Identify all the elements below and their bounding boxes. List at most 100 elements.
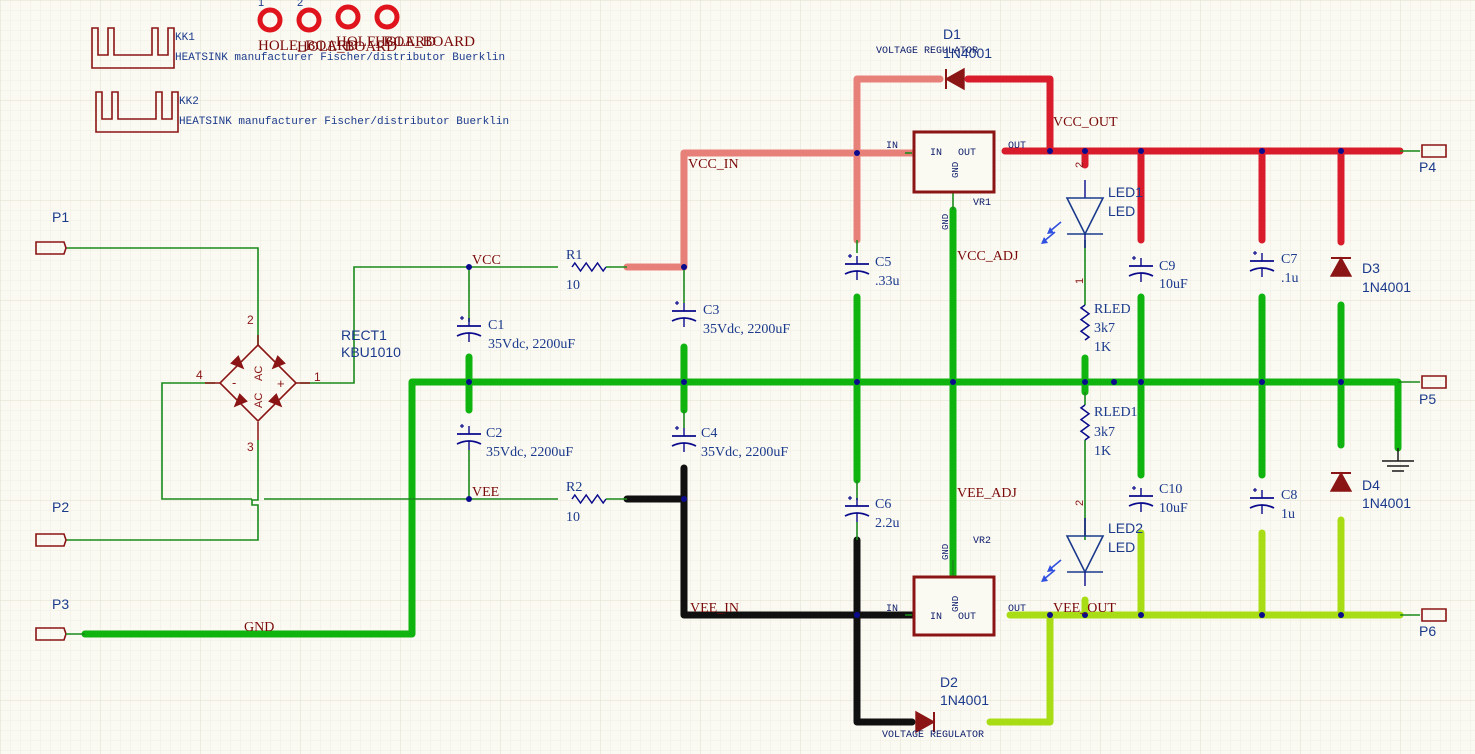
- junction-dot: [1259, 612, 1265, 618]
- capacitor-c5[interactable]: [844, 254, 870, 280]
- diode-d3[interactable]: [1329, 256, 1353, 277]
- hole-board-group: 1 2 HOLE_BOARD HOLE_BOARD HOLE_BOARD HOL…: [257, 0, 475, 55]
- r1-designator: R1: [566, 248, 582, 263]
- c2-value: 35Vdc, 2200uF: [486, 445, 573, 460]
- wire-bridge-plus[interactable]: [300, 266, 558, 384]
- junction-dot: [681, 379, 687, 385]
- port-p1[interactable]: [35, 241, 67, 255]
- net-label-vee-in: VEE_IN: [690, 601, 739, 616]
- rled1-value: 3k7: [1094, 425, 1115, 440]
- port-p4-label: P4: [1419, 159, 1436, 175]
- led-led2[interactable]: [1041, 518, 1105, 586]
- c1-value: 35Vdc, 2200uF: [488, 337, 575, 352]
- bridge-ac-top: AC: [253, 366, 265, 381]
- resistor-r1[interactable]: [571, 261, 607, 273]
- capacitor-c6[interactable]: [844, 496, 870, 522]
- c4-value: 35Vdc, 2200uF: [701, 445, 788, 460]
- hole-pad-1[interactable]: [257, 7, 283, 33]
- capacitor-c1[interactable]: [456, 316, 482, 342]
- led1-designator: LED1: [1108, 184, 1143, 200]
- diode-d4[interactable]: [1329, 471, 1353, 492]
- wire-p2[interactable]: [66, 440, 259, 541]
- capacitor-c9[interactable]: [1128, 256, 1154, 282]
- capacitor-c4[interactable]: [671, 426, 697, 452]
- port-p4[interactable]: [1421, 144, 1447, 158]
- capacitor-c7[interactable]: [1249, 251, 1275, 277]
- led1-pin-top: 2: [1074, 162, 1086, 168]
- resistor-rled[interactable]: [1079, 304, 1091, 341]
- bridge-designator: RECT1: [341, 327, 387, 343]
- resistor-rled1[interactable]: [1079, 404, 1091, 441]
- capacitor-c10[interactable]: [1128, 486, 1154, 512]
- vr2-designator: VR2: [973, 536, 991, 547]
- heatsink-kk2[interactable]: KK2 HEATSINK manufacturer Fischer/distri…: [95, 91, 509, 133]
- junction-dot: [854, 612, 860, 618]
- highlight-vcc-out-d1[interactable]: [964, 75, 1054, 155]
- diode-d2[interactable]: [915, 710, 936, 734]
- c4-designator: C4: [701, 426, 717, 441]
- junction-dot: [950, 379, 956, 385]
- vr1-designator: VR1: [973, 198, 991, 209]
- port-p1-label: P1: [52, 209, 69, 225]
- port-p6[interactable]: [1421, 608, 1447, 622]
- highlight-vcc-in[interactable]: [623, 149, 916, 271]
- bridge-part: KBU1010: [341, 344, 401, 360]
- bridge-pin-1: 1: [314, 370, 321, 384]
- port-p3[interactable]: [35, 627, 67, 641]
- bridge-pin-4: 4: [196, 368, 203, 382]
- regulator-vr1[interactable]: IN OUT IN OUT GND GND VR1: [886, 130, 1026, 230]
- heatsink-kk1[interactable]: KK1 HEATSINK manufacturer Fischer/distri…: [91, 27, 505, 69]
- c10-value: 10uF: [1159, 501, 1188, 516]
- highlight-vee-in[interactable]: [623, 495, 916, 619]
- highlight-vcc-in-d1[interactable]: [853, 75, 944, 157]
- regulator-vr2[interactable]: IN OUT IN OUT GND GND VR2: [886, 536, 1026, 637]
- ground-symbol: [1382, 448, 1414, 472]
- highlight-gnd[interactable]: [81, 378, 1402, 638]
- resistor-r2[interactable]: [571, 493, 607, 505]
- c5-designator: C5: [875, 255, 891, 270]
- bridge-minus: -: [232, 375, 236, 390]
- d4-part: 1N4001: [1362, 495, 1411, 511]
- c3-value: 35Vdc, 2200uF: [703, 322, 790, 337]
- highlight-vee-in-d2[interactable]: [853, 536, 916, 726]
- bridge-pin-2: 2: [247, 313, 254, 327]
- hole-pad-3[interactable]: [335, 4, 361, 30]
- port-p6-label: P6: [1419, 623, 1436, 639]
- highlight-vee-out-d2[interactable]: [986, 611, 1054, 726]
- junction-dot: [466, 496, 472, 502]
- d1-part: 1N4001: [943, 45, 992, 61]
- junction-dot: [1138, 148, 1144, 154]
- rled1-designator: RLED1: [1094, 405, 1138, 420]
- junction-dot: [1259, 148, 1265, 154]
- junction-dot: [1111, 379, 1117, 385]
- junction-dot: [1138, 612, 1144, 618]
- r1-value: 10: [566, 278, 580, 293]
- bridge-ac-bottom: AC: [253, 393, 265, 408]
- d2-designator: D2: [940, 674, 958, 690]
- net-label-vee-adj: VEE_ADJ: [957, 486, 1017, 501]
- c2-designator: C2: [486, 426, 502, 441]
- port-p5[interactable]: [1421, 375, 1447, 389]
- port-p2-label: P2: [52, 499, 69, 515]
- diode-d1[interactable]: [944, 67, 965, 91]
- bridge-pin-3: 3: [247, 440, 254, 454]
- wire-bridge-minus[interactable]: [161, 382, 252, 500]
- rled-designator: RLED: [1094, 302, 1131, 317]
- junction-dot: [466, 264, 472, 270]
- hole-pad-2[interactable]: [296, 7, 322, 33]
- r2-value: 10: [566, 510, 580, 525]
- capacitor-c2[interactable]: [456, 424, 482, 450]
- bridge-rectifier[interactable]: 2 3 4 1 AC AC + - RECT1 KBU1010: [196, 313, 401, 454]
- r2-designator: R2: [566, 480, 582, 495]
- port-p2[interactable]: [35, 533, 67, 547]
- vr2-pin-out: OUT: [1008, 604, 1026, 615]
- wire-p1[interactable]: [66, 247, 259, 345]
- c5-value: .33u: [875, 274, 900, 289]
- hole-pad-4[interactable]: [374, 4, 400, 30]
- d4-designator: D4: [1362, 477, 1380, 493]
- capacitor-c8[interactable]: [1249, 488, 1275, 514]
- capacitor-c3[interactable]: [671, 301, 697, 327]
- heatsink-kk1-description: HEATSINK manufacturer Fischer/distributo…: [175, 52, 505, 64]
- led-led1[interactable]: [1041, 180, 1105, 248]
